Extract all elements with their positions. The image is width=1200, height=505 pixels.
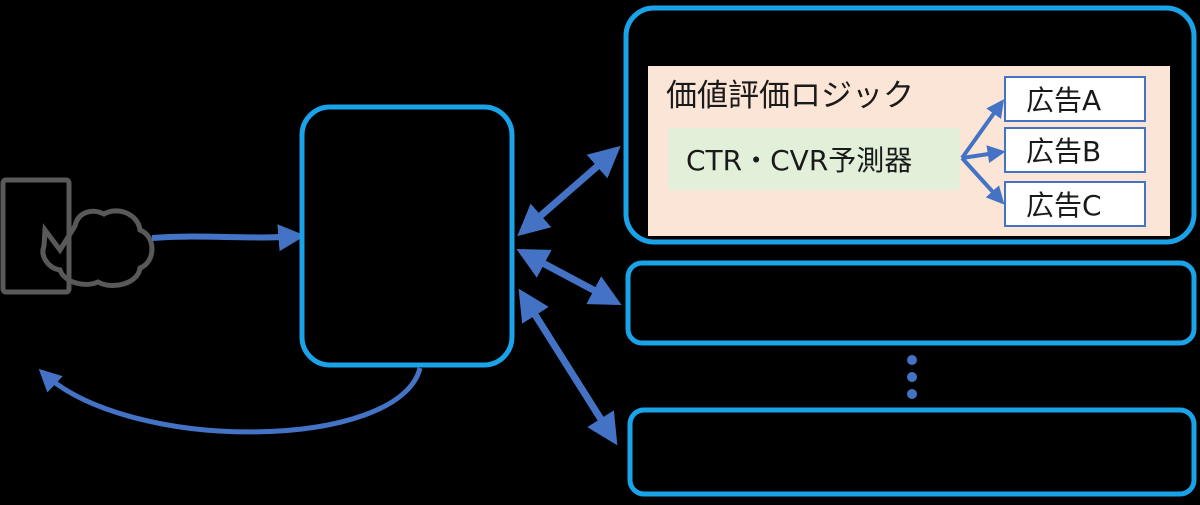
bidder-box-3 <box>627 407 1197 497</box>
bidder-box-2 <box>625 260 1197 346</box>
ad-box-c <box>1004 181 1146 227</box>
ad-label-b: 広告B <box>1026 135 1101 168</box>
predictor-to-ad-c-arrow <box>960 156 1005 205</box>
bidder-arrow-1 <box>517 145 621 237</box>
predictor-to-ad-a-arrow <box>960 99 1005 160</box>
predictor-label: CTR・CVR予測器 <box>686 144 912 177</box>
predictor-box <box>668 128 960 190</box>
value-logic-title: 価値評価ロジック <box>666 78 914 114</box>
request-arrow <box>151 224 306 252</box>
user-device-icon <box>0 177 155 295</box>
ad-box-b <box>1004 127 1146 173</box>
predictor-to-ad-b-arrow <box>961 145 1006 164</box>
ad-label-a: 広告A <box>1026 84 1101 117</box>
ad-box-a <box>1004 76 1146 122</box>
ad-label-c: 広告C <box>1026 189 1102 222</box>
bidder-arrow-3 <box>518 288 618 446</box>
vertical-ellipsis-icon <box>907 355 917 399</box>
ad-server-box <box>299 104 515 368</box>
response-arrow <box>38 367 423 435</box>
bidder-arrow-2 <box>516 248 622 306</box>
